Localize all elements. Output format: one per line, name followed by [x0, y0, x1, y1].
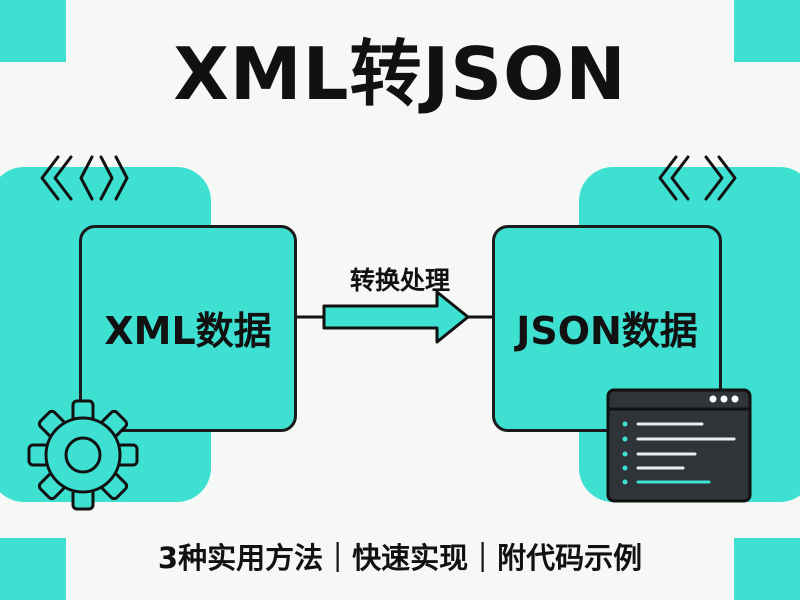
json-data-label: JSON数据 — [516, 309, 698, 353]
bottom-left-corner-accent — [0, 538, 66, 600]
right-chevrons-icon — [658, 155, 737, 201]
top-right-corner-accent — [734, 0, 800, 62]
process-label: 转换处理 — [349, 266, 450, 295]
page-subtitle: 3种实用方法｜快速实现｜附代码示例 — [157, 541, 643, 575]
xml-data-label: XML数据 — [104, 309, 272, 353]
left-chevrons-icon — [40, 155, 129, 201]
xml-data-card: XML数据 — [79, 225, 297, 432]
gear-icon — [27, 399, 139, 511]
top-left-corner-accent — [0, 0, 66, 62]
terminal-window-icon — [606, 388, 752, 503]
arrow-right-icon — [297, 290, 492, 344]
page-title: XML转JSON — [173, 32, 627, 116]
bottom-right-corner-accent — [734, 538, 800, 600]
